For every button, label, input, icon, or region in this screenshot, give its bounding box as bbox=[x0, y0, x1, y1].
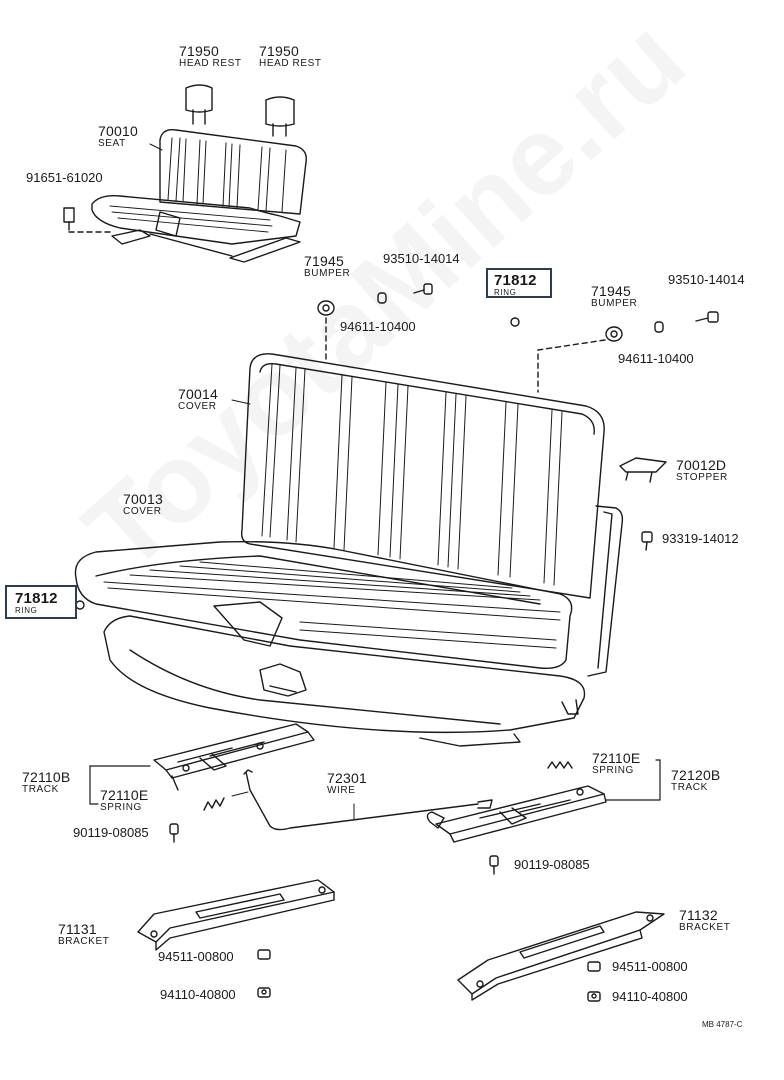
part-number: 72110E bbox=[592, 750, 641, 766]
part-number: 71945 bbox=[304, 253, 344, 269]
screw-top-right-drawing bbox=[695, 311, 719, 323]
leader-bracket-right-track bbox=[605, 759, 661, 801]
part-name: SEAT bbox=[98, 138, 126, 149]
nut-bracket-left-drawing bbox=[257, 949, 271, 960]
part-name: HEAD REST bbox=[179, 58, 242, 69]
label-stopper: 70012D STOPPER bbox=[676, 458, 728, 483]
part-number: 71950 bbox=[259, 43, 299, 59]
label-bumper-left: 71945 BUMPER bbox=[304, 254, 350, 279]
label-screw-top-right: 93510-14014 bbox=[668, 272, 745, 287]
bumper-left-drawing bbox=[317, 300, 335, 361]
bumper-right-drawing bbox=[537, 326, 623, 393]
part-number: 72120B bbox=[671, 767, 721, 783]
label-wire: 72301 WIRE bbox=[327, 771, 367, 796]
nut-left-drawing bbox=[377, 292, 387, 304]
part-number: 71945 bbox=[591, 283, 631, 299]
label-bolt-right: 90119-08085 bbox=[514, 857, 590, 872]
bolt-right-drawing bbox=[489, 855, 499, 875]
bolt-left-drawing bbox=[169, 823, 179, 843]
part-name: BRACKET bbox=[679, 922, 731, 933]
nut-bracket-right-drawing bbox=[587, 961, 601, 972]
screw-top-left-drawing bbox=[413, 283, 433, 295]
label-washer-bracket-right: 94110-40800 bbox=[612, 989, 688, 1004]
label-bolt-left: 90119-08085 bbox=[73, 825, 149, 840]
bracket-right-drawing bbox=[457, 911, 665, 1001]
part-name: STOPPER bbox=[676, 472, 728, 483]
seat-assembly-illustration bbox=[91, 84, 307, 263]
label-nut-bracket-left: 94511-00800 bbox=[158, 949, 234, 964]
headrest-left-drawing bbox=[185, 84, 213, 125]
spring-left-drawing bbox=[203, 797, 225, 811]
screw-side-drawing bbox=[641, 531, 653, 551]
spring-right-drawing bbox=[547, 761, 573, 769]
part-name: RING bbox=[494, 288, 517, 297]
part-name: SPRING bbox=[592, 765, 634, 776]
headrest-right-drawing bbox=[265, 96, 295, 137]
track-right-drawing bbox=[426, 785, 607, 843]
label-washer-bracket-left: 94110-40800 bbox=[160, 987, 236, 1002]
part-number: 70012D bbox=[676, 457, 727, 473]
label-back-cover: 70014 COVER bbox=[178, 387, 218, 412]
diagram-code: MB 4787-C bbox=[702, 1020, 743, 1029]
label-spring-left: 72110E SPRING bbox=[100, 788, 148, 813]
part-number: 71812 bbox=[15, 590, 58, 607]
label-headrest-left: 71950 HEAD REST bbox=[179, 44, 242, 69]
part-name: BUMPER bbox=[591, 298, 638, 309]
label-bolt-seat: 91651-61020 bbox=[26, 170, 103, 185]
label-bumper-right: 71945 BUMPER bbox=[591, 284, 637, 309]
part-name: TRACK bbox=[671, 782, 708, 793]
seat-back-cover-drawing bbox=[240, 353, 624, 677]
ring-left-drawing bbox=[75, 600, 85, 610]
washer-bracket-right-drawing bbox=[587, 991, 601, 1002]
label-bracket-right: 71132 BRACKET bbox=[679, 908, 730, 933]
label-headrest-right: 71950 HEAD REST bbox=[259, 44, 322, 69]
ring-top-drawing bbox=[510, 317, 520, 327]
bracket-left-drawing bbox=[137, 879, 335, 951]
part-name: BRACKET bbox=[58, 936, 110, 947]
label-track-right: 72120B TRACK bbox=[671, 768, 720, 793]
part-name: TRACK bbox=[22, 784, 59, 795]
part-name: BUMPER bbox=[304, 268, 351, 279]
label-cushion-cover: 70013 COVER bbox=[123, 492, 163, 517]
part-number: 71812 bbox=[494, 272, 537, 289]
label-spring-right: 72110E SPRING bbox=[592, 751, 640, 776]
label-ring-left: 71812 RING bbox=[5, 585, 77, 619]
label-nut-left: 94611-10400 bbox=[340, 319, 416, 334]
part-number: 72110B bbox=[22, 769, 71, 785]
seat-cushion-cover-drawing bbox=[74, 540, 586, 747]
part-number: 72301 bbox=[327, 770, 367, 786]
part-name: SPRING bbox=[100, 802, 142, 813]
bolt-seat-drawing bbox=[63, 207, 113, 233]
part-name: COVER bbox=[123, 506, 162, 517]
part-name: COVER bbox=[178, 401, 217, 412]
track-left-drawing bbox=[153, 723, 315, 791]
label-ring-top: 71812 RING bbox=[486, 268, 552, 298]
part-number: 70013 bbox=[123, 491, 163, 507]
part-number: 71950 bbox=[179, 43, 219, 59]
wire-drawing bbox=[243, 769, 493, 831]
stopper-drawing bbox=[619, 457, 667, 483]
nut-right-drawing bbox=[654, 321, 664, 333]
part-name: WIRE bbox=[327, 785, 356, 796]
label-nut-bracket-right: 94511-00800 bbox=[612, 959, 688, 974]
label-bracket-left: 71131 BRACKET bbox=[58, 922, 109, 947]
leader-bracket-left-track bbox=[89, 765, 151, 805]
part-number: 70010 bbox=[98, 123, 138, 139]
label-screw-top-left: 93510-14014 bbox=[383, 251, 460, 266]
label-leaders bbox=[149, 143, 251, 797]
label-nut-right: 94611-10400 bbox=[618, 351, 694, 366]
part-number: 72110E bbox=[100, 787, 149, 803]
washer-bracket-left-drawing bbox=[257, 987, 271, 998]
label-track-left: 72110B TRACK bbox=[22, 770, 70, 795]
part-number: 71132 bbox=[679, 907, 718, 923]
part-name: HEAD REST bbox=[259, 58, 322, 69]
label-seat: 70010 SEAT bbox=[98, 124, 138, 149]
part-name: RING bbox=[15, 606, 38, 615]
label-screw-side: 93319-14012 bbox=[662, 531, 739, 546]
part-number: 70014 bbox=[178, 386, 218, 402]
part-number: 71131 bbox=[58, 921, 97, 937]
